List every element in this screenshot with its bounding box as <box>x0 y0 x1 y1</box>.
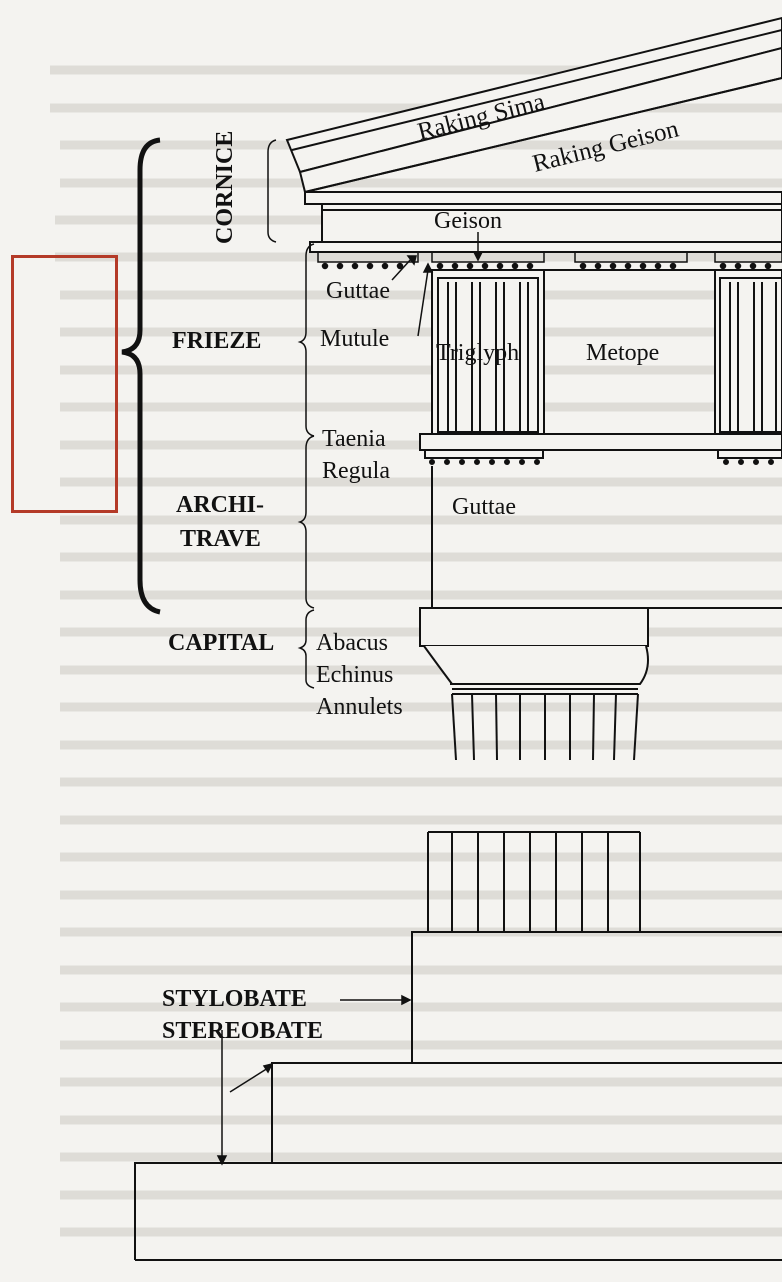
steps <box>134 931 782 1261</box>
lower-shaft <box>427 831 641 932</box>
label-cornice: CORNICE <box>212 131 238 244</box>
main-entablature-brace <box>121 137 161 615</box>
label-geison: Geison <box>434 208 502 234</box>
label-metope: Metope <box>586 340 659 366</box>
cornice-brace <box>267 139 277 243</box>
frieze-band <box>425 269 782 435</box>
architrave <box>420 466 782 609</box>
label-triglyph: Triglyph <box>436 340 519 366</box>
label-guttae-top: Guttae <box>326 278 390 304</box>
capital <box>419 607 649 695</box>
leader-arrows <box>216 232 484 1166</box>
label-guttae-bottom: Guttae <box>452 494 516 520</box>
label-echinus: Echinus <box>316 662 393 688</box>
label-mutule: Mutule <box>320 326 389 352</box>
braces <box>121 137 315 689</box>
label-frieze: FRIEZE <box>172 328 261 354</box>
label-regula: Regula <box>322 458 390 484</box>
architrave-brace <box>297 435 315 609</box>
label-capital: CAPITAL <box>168 630 274 656</box>
drawing <box>134 16 782 1261</box>
horizontal-geison <box>304 191 782 253</box>
background-text-lines <box>50 65 782 1237</box>
label-annulets: Annulets <box>316 694 403 720</box>
label-taenia: Taenia <box>322 426 386 452</box>
mutules <box>317 251 782 270</box>
label-stylobate: STYLOBATE <box>162 986 307 1012</box>
label-trave: TRAVE <box>180 526 261 552</box>
label-abacus: Abacus <box>316 630 388 656</box>
taenia-regula <box>419 433 782 465</box>
highlight-box <box>11 255 118 513</box>
capital-brace <box>297 609 315 689</box>
label-archi: ARCHI- <box>176 492 264 518</box>
frieze-brace <box>297 243 315 437</box>
label-stereobate: STEREOBATE <box>162 1018 323 1044</box>
upper-shaft <box>451 693 639 761</box>
raking-cornice <box>285 16 782 194</box>
